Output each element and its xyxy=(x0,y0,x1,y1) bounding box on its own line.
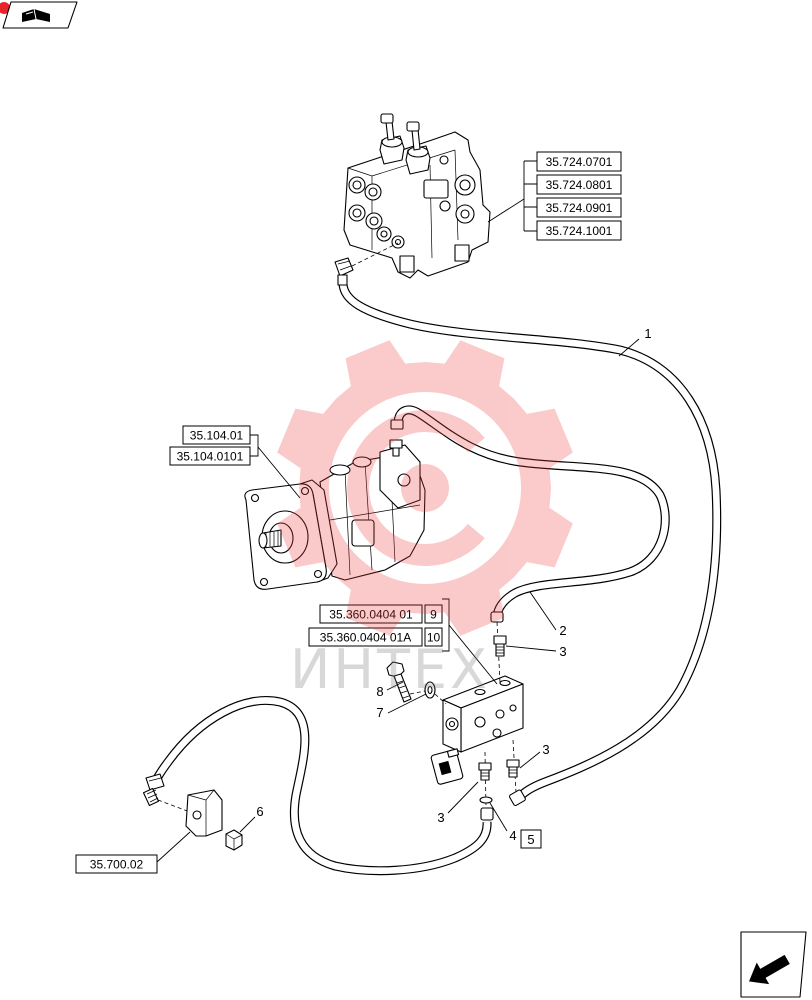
block-references: 35.360.0404 01 9 35.360.0404 01A 10 xyxy=(308,598,498,685)
svg-text:1: 1 xyxy=(644,326,651,341)
centerline-bolt xyxy=(409,690,447,705)
bolt xyxy=(386,661,412,703)
book-icon xyxy=(22,9,50,22)
callout-seal: 4 5 xyxy=(489,802,542,849)
ref-link-35-360-0404-01[interactable]: 35.360.0404 01 9 xyxy=(319,604,443,624)
ref-text: 35.360.0404 01 xyxy=(329,608,413,622)
hose-pump xyxy=(390,405,670,623)
valve-block xyxy=(430,675,524,785)
ref-link-35-700-02[interactable]: 35.700.02 xyxy=(75,831,191,874)
ref-text: 35.700.02 xyxy=(90,858,144,872)
control-valve xyxy=(343,113,491,279)
hose-lower xyxy=(142,696,492,876)
svg-text:6: 6 xyxy=(256,804,263,819)
callout-adapter-top: 3 xyxy=(505,644,567,659)
pump-references: 35.104.01 35.104.0101 xyxy=(169,425,301,499)
seal xyxy=(479,796,493,804)
plug xyxy=(225,829,243,851)
svg-text:2: 2 xyxy=(559,623,566,638)
callout-adapter-lower: 3 xyxy=(437,781,479,825)
callout-plug: 6 xyxy=(239,804,264,833)
adapter-right xyxy=(506,759,520,778)
svg-text:8: 8 xyxy=(376,684,383,699)
ref-link-35-724-0701[interactable]: 35.724.0701 xyxy=(536,151,622,172)
svg-text:5: 5 xyxy=(527,832,534,847)
valve-references: 35.724.0701 35.724.0801 35.724.0901 35.7… xyxy=(487,151,622,241)
hose-upper xyxy=(334,257,722,807)
callout-bolt: 8 xyxy=(376,681,404,699)
ref-text: 35.104.0101 xyxy=(177,450,244,464)
hydraulic-pump xyxy=(244,439,426,590)
next-page-arrow-icon[interactable] xyxy=(740,931,807,998)
solenoid xyxy=(430,748,464,785)
ref-link-35-724-0901[interactable]: 35.724.0901 xyxy=(536,197,622,218)
svg-text:7: 7 xyxy=(376,705,383,720)
ref-text: 35.104.01 xyxy=(190,429,244,443)
svg-text:3: 3 xyxy=(542,742,549,757)
svg-text:3: 3 xyxy=(437,810,444,825)
callout-adapter-right: 3 xyxy=(519,742,550,769)
ref-link-35-724-0801[interactable]: 35.724.0801 xyxy=(536,174,622,195)
ref-link-35-724-1001[interactable]: 35.724.1001 xyxy=(536,220,622,241)
adapter-top xyxy=(493,635,507,657)
item-number: 10 xyxy=(427,631,441,645)
ref-text: 35.724.1001 xyxy=(546,224,613,238)
svg-text:4: 4 xyxy=(509,828,516,843)
centerline-right xyxy=(512,739,517,793)
ref-text: 35.360.0404 01A xyxy=(320,631,411,645)
item-number: 9 xyxy=(430,608,437,622)
ref-text: 35.724.0901 xyxy=(546,201,613,215)
elbow-lower xyxy=(480,807,494,821)
ref-text: 35.724.0801 xyxy=(546,178,613,192)
callout-washer: 7 xyxy=(376,693,427,720)
callout-hose-upper: 1 xyxy=(618,326,652,357)
arrow-shape xyxy=(746,952,792,987)
svg-text:3: 3 xyxy=(559,644,566,659)
ref-text: 35.724.0701 xyxy=(546,155,613,169)
callout-hose-pump: 2 xyxy=(529,591,567,638)
parts-catalog-icon[interactable] xyxy=(0,1,78,29)
ref-link-35-104-01[interactable]: 35.104.01 xyxy=(182,425,251,445)
red-dot-icon xyxy=(0,2,10,14)
washer xyxy=(424,681,436,699)
ref-link-35-360-0404-01a[interactable]: 35.360.0404 01A 10 xyxy=(308,627,443,647)
adapter-lower xyxy=(478,762,492,781)
centerline-valve xyxy=(351,242,399,267)
bracket xyxy=(185,789,223,837)
ref-link-35-104-0101[interactable]: 35.104.0101 xyxy=(169,446,251,466)
